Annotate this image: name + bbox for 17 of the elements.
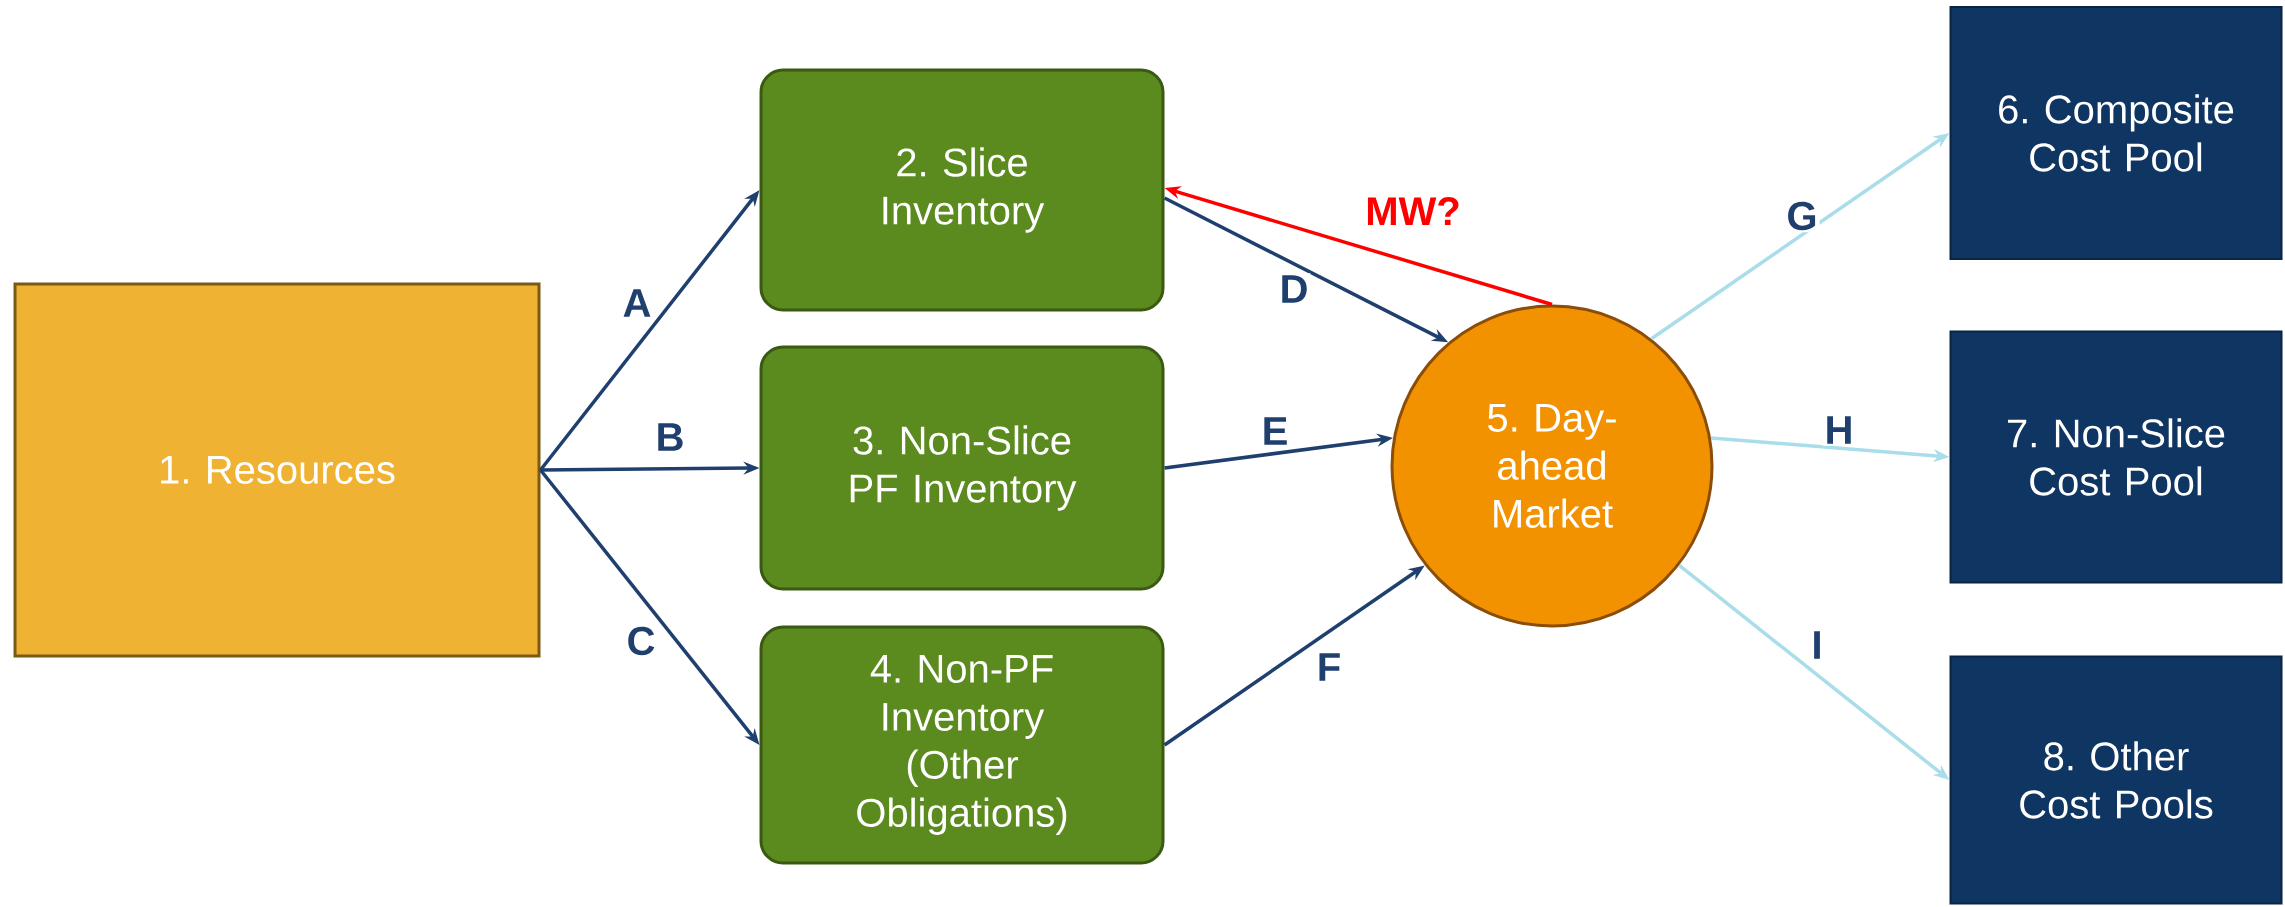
edge-label: E (1259, 415, 1291, 447)
inventory-box: 4. Non-PF Inventory (Other Obligations) (759, 625, 1165, 865)
edge-label: C (624, 624, 658, 658)
resource-box: 1. Resources (13, 282, 541, 658)
cost-pool-box: 7. Non-Slice Cost Pool (1949, 330, 2283, 584)
edge-label: G (1784, 199, 1820, 233)
edge-label: MW? (1363, 195, 1463, 227)
inventory-box: 3. Non-Slice PF Inventory (759, 345, 1165, 591)
edge-label: H (1822, 414, 1856, 446)
edge-label: B (653, 421, 687, 453)
inventory-box: 2. Slice Inventory (759, 68, 1165, 312)
cost-pool-box: 8. Other Cost Pools (1949, 655, 2283, 905)
edge-label: I (1809, 629, 1825, 661)
edge-label: F (1314, 651, 1344, 683)
edge-label: D (1277, 273, 1311, 305)
edge-label: A (620, 287, 654, 319)
cost-pool-box: 6. Composite Cost Pool (1949, 6, 2283, 260)
